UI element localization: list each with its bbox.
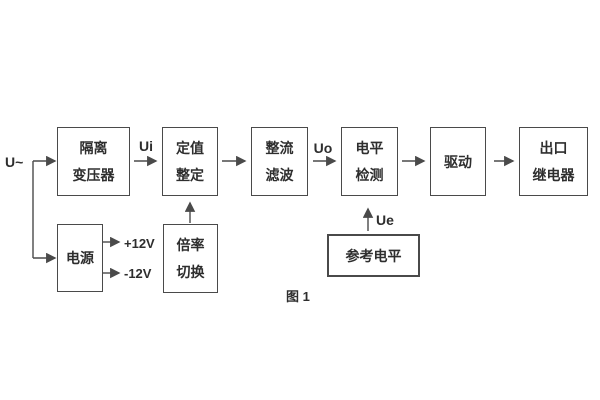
block-output-relay: 出口 继电器 — [519, 127, 588, 196]
block-line: 滤波 — [265, 167, 294, 183]
block-line: 倍率 — [176, 237, 205, 253]
label-minus12v: -12V — [124, 266, 152, 281]
block-line: 继电器 — [532, 167, 575, 183]
block-rectifier-filter: 整流 滤波 — [251, 127, 308, 196]
block-isolation-transformer: 隔离 变压器 — [57, 127, 130, 196]
label-plus12v: +12V — [124, 236, 155, 251]
block-line: 参考电平 — [345, 247, 402, 264]
block-line: 变压器 — [72, 167, 115, 183]
label-ue: Ue — [376, 212, 394, 228]
block-line: 驱动 — [444, 153, 472, 170]
block-line: 切换 — [176, 264, 205, 280]
block-line: 电平 — [355, 140, 384, 156]
block-reference-level: 参考电平 — [327, 234, 420, 277]
block-drive: 驱动 — [430, 127, 486, 196]
block-power-supply: 电源 — [57, 224, 103, 292]
block-ratio-switch: 倍率 切换 — [163, 224, 218, 293]
label-uo: Uo — [313, 140, 333, 156]
block-line: 电源 — [66, 250, 94, 266]
block-line: 隔离 — [79, 140, 108, 156]
block-line: 定值 — [176, 140, 204, 156]
block-line: 检测 — [355, 167, 384, 183]
block-line: 整流 — [265, 140, 294, 156]
block-level-detection: 电平 检测 — [341, 127, 398, 196]
block-setting: 定值 整定 — [162, 127, 218, 196]
figure-caption: 图 1 — [286, 289, 310, 304]
block-line: 整定 — [176, 167, 204, 183]
label-input-voltage: U~ — [5, 154, 24, 170]
block-line: 出口 — [539, 140, 568, 156]
label-ui: Ui — [139, 138, 153, 154]
